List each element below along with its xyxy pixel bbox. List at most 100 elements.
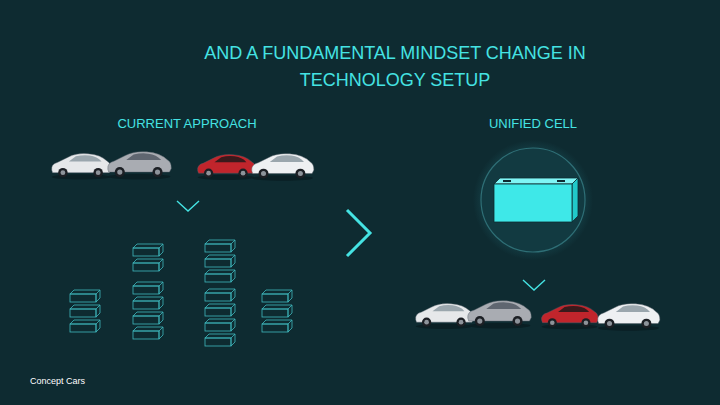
cell-halo <box>473 140 593 260</box>
cell-outline <box>133 282 163 294</box>
car-wheel <box>204 169 213 178</box>
battery-cell <box>70 320 100 332</box>
cell-outline <box>205 319 235 331</box>
car-window <box>432 305 464 311</box>
cell-face <box>133 286 159 294</box>
cell-face <box>262 309 288 317</box>
cell-face <box>133 301 159 309</box>
cell-outline <box>205 270 235 282</box>
car-hub <box>241 171 246 176</box>
cell-face <box>133 263 159 271</box>
car-hub <box>206 171 211 176</box>
battery-cell <box>205 289 235 301</box>
cell-outline <box>70 290 100 302</box>
cell-outline <box>205 240 235 252</box>
cell-outline <box>262 290 292 302</box>
car-window <box>486 302 521 309</box>
battery-cell <box>133 327 163 339</box>
car-hub <box>117 170 122 175</box>
car-wheel <box>152 167 162 177</box>
battery-cell <box>205 304 235 316</box>
battery-cell <box>133 244 163 256</box>
battery-cell <box>205 334 235 346</box>
cell-face <box>205 323 231 331</box>
car-hub <box>477 319 482 324</box>
car-wheel <box>548 318 557 327</box>
cell-face <box>262 294 288 302</box>
cell-outline <box>262 305 292 317</box>
cell-outline <box>133 297 163 309</box>
car-wheel <box>115 167 125 177</box>
car-wheel <box>422 318 431 327</box>
battery-cell <box>133 312 163 324</box>
cell-face <box>205 338 231 346</box>
cell-outline <box>133 312 163 324</box>
car-hub <box>584 320 589 325</box>
cell-face <box>205 308 231 316</box>
car-wheel <box>605 319 615 329</box>
car-wheel <box>512 316 522 326</box>
cell-face <box>205 274 231 282</box>
car-illustration <box>52 154 111 180</box>
footnote: Concept Cars <box>30 376 85 386</box>
cell-face <box>70 309 96 317</box>
car-hub <box>155 170 160 175</box>
car-hub <box>644 321 649 326</box>
car-wheel <box>475 316 485 326</box>
car-illustration <box>252 154 314 181</box>
battery-cell <box>70 305 100 317</box>
cell-outline <box>133 259 163 271</box>
battery-cell <box>205 270 235 282</box>
concept-cars <box>52 152 660 331</box>
battery-cell <box>262 320 292 332</box>
car-window <box>616 305 650 312</box>
car-wheel <box>238 169 247 178</box>
cell-terminal <box>503 180 511 182</box>
car-wheel <box>641 319 651 329</box>
cell-outline <box>205 289 235 301</box>
car-window <box>214 156 246 162</box>
battery-cell <box>70 290 100 302</box>
down-chevron <box>523 280 545 290</box>
cell-face <box>70 294 96 302</box>
cell-outline <box>133 327 163 339</box>
cell-outline <box>133 244 163 256</box>
car-illustration <box>198 155 256 180</box>
cell-face <box>205 293 231 301</box>
battery-cell <box>133 282 163 294</box>
car-hub <box>261 171 266 176</box>
cell-outline <box>205 255 235 267</box>
cell-face <box>133 248 159 256</box>
car-wheel <box>93 168 102 177</box>
car-hub <box>424 320 429 325</box>
car-wheel <box>295 169 305 179</box>
down-chevron <box>177 201 199 211</box>
cell-terminal <box>557 180 565 182</box>
battery-cell <box>133 297 163 309</box>
car-illustration <box>468 301 532 329</box>
car-hub <box>550 320 555 325</box>
car-window <box>558 306 589 312</box>
unified-cell <box>494 178 578 222</box>
car-illustration <box>598 304 660 331</box>
cell-circle <box>481 148 585 252</box>
cell-front <box>494 184 572 222</box>
car-window <box>69 155 102 161</box>
battery-cell <box>262 305 292 317</box>
car-illustration <box>108 152 172 180</box>
car-hub <box>607 321 612 326</box>
car-hub <box>60 170 65 175</box>
cell-face <box>205 259 231 267</box>
cell-face <box>70 324 96 332</box>
battery-cell <box>133 259 163 271</box>
section-heading: UNIFIED CELL <box>489 116 577 131</box>
cell-outline <box>70 320 100 332</box>
car-window <box>270 155 304 162</box>
car-hub <box>298 171 303 176</box>
battery-cell <box>205 240 235 252</box>
car-wheel <box>259 169 269 179</box>
car-illustration <box>542 305 599 330</box>
car-wheel <box>581 318 590 327</box>
cell-side <box>572 178 578 222</box>
